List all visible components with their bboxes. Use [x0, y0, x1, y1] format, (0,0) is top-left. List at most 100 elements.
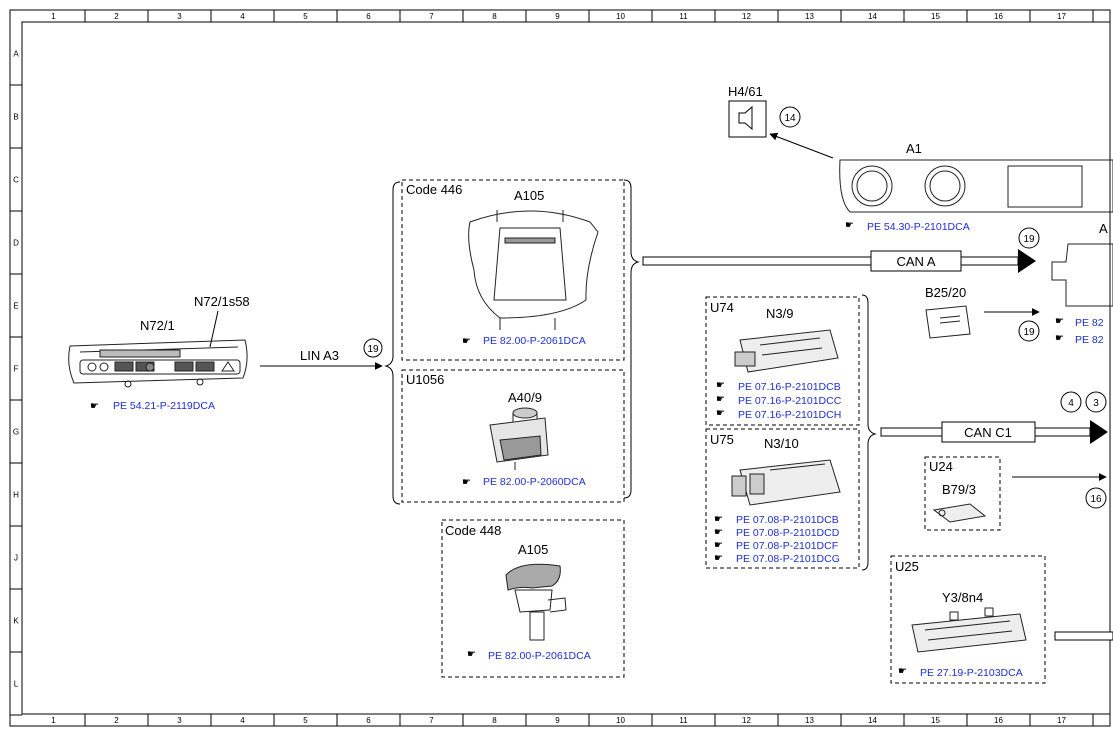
- partial-bus-bottom: [1054, 631, 1113, 641]
- a105-code446-box[interactable]: Code 446 A105 ☛ PE 82.00-P-2061DCA: [401, 179, 625, 361]
- y3-8n4-label: Y3/8n4: [942, 590, 983, 605]
- a40-9-box[interactable]: U1056 A40/9 ☛ PE 82.00-P-2060DCA: [401, 369, 625, 503]
- h4-61-label: H4/61: [728, 84, 763, 99]
- h4-61-component[interactable]: H4/61 14: [728, 84, 834, 159]
- grid-column-label-top: 10: [616, 12, 625, 21]
- grid-column-label-bottom: 2: [114, 716, 119, 725]
- grid-column-label-top: 14: [868, 12, 877, 21]
- a105-446-ref-link[interactable]: PE 82.00-P-2061DCA: [483, 335, 586, 347]
- a105-label: A105: [514, 188, 544, 203]
- instrument-cluster-illustration: [839, 159, 1113, 213]
- u75-label: U75: [710, 432, 734, 447]
- a105-code448-box[interactable]: Code 448 A105 ☛ PE 82.00-P-2061DCA: [441, 519, 625, 678]
- grid-column-label-bottom: 17: [1057, 716, 1066, 725]
- code-446-label: Code 446: [406, 182, 462, 197]
- sheet-frame: [9, 9, 1111, 727]
- grid-column-label-top: 4: [240, 12, 245, 21]
- a40-9-ref-link[interactable]: PE 82.00-P-2060DCA: [483, 476, 586, 488]
- b79-3-label: B79/3: [942, 482, 976, 497]
- grid-row-label: L: [14, 680, 19, 689]
- n3-9-ref-link-0[interactable]: PE 07.16-P-2101DCB: [738, 381, 841, 393]
- can-c1-label: CAN C1: [964, 425, 1012, 440]
- transmission-ecu-illustration: [731, 459, 841, 506]
- marker-19-b25: 19: [1023, 327, 1035, 338]
- ecu-group-brace: [861, 294, 877, 571]
- group-brace-left: [384, 181, 401, 505]
- right-partial-ref-0[interactable]: PE 82: [1075, 317, 1104, 329]
- n72-1-ref-link[interactable]: PE 54.21-P-2119DCA: [113, 400, 215, 412]
- n3-10-ref-link-2[interactable]: PE 07.08-P-2101DCF: [736, 540, 838, 552]
- grid-column-label-bottom: 11: [679, 716, 688, 725]
- grid-column-label-bottom: 6: [366, 716, 371, 725]
- pointing-hand-icon: ☛: [714, 527, 723, 538]
- grid-row-label: K: [13, 617, 19, 626]
- controller-illustration: [489, 407, 549, 470]
- pointing-hand-icon: ☛: [714, 540, 723, 551]
- grid-row-label: H: [13, 491, 19, 500]
- pointing-hand-icon: ☛: [1055, 333, 1064, 344]
- grid-column-label-top: 6: [366, 12, 371, 21]
- grid-column-label-bottom: 13: [805, 716, 814, 725]
- can-a-bus: CAN A 19: [642, 227, 1040, 273]
- n3-9-box[interactable]: U74 N3/9 ☛ PE 07.16-P-2101DCB ☛ PE 07.16…: [705, 296, 860, 426]
- grid-column-label-bottom: 14: [868, 716, 877, 725]
- group-brace-right: [623, 179, 640, 499]
- grid-row-label: J: [14, 554, 18, 563]
- n3-10-ref-link-0[interactable]: PE 07.08-P-2101DCB: [736, 514, 839, 526]
- grid-column-label-bottom: 8: [492, 716, 497, 725]
- pointing-hand-icon: ☛: [462, 477, 471, 488]
- grid-column-label-bottom: 12: [742, 716, 751, 725]
- partial-right-component[interactable]: A ☛ PE 82 ☛ PE 82: [1051, 221, 1113, 346]
- b79-3-box[interactable]: U24 B79/3 16: [924, 456, 1107, 531]
- n72-1-component[interactable]: N72/1 N72/1s58 ☛ PE 54.21-P-2119DCA: [68, 294, 250, 412]
- pointing-hand-icon: ☛: [467, 649, 476, 660]
- y3-8n4-box[interactable]: U25 Y3/8n4 ☛ PE 27.19-P-2103DCA: [890, 555, 1113, 684]
- grid-column-label-bottom: 3: [177, 716, 182, 725]
- pointing-hand-icon: ☛: [714, 553, 723, 564]
- grid-column-label-top: 2: [114, 12, 119, 21]
- y3-8n4-ref-link[interactable]: PE 27.19-P-2103DCA: [920, 667, 1023, 679]
- grid-row-label: F: [14, 365, 19, 374]
- right-partial-ref-1[interactable]: PE 82: [1075, 334, 1104, 346]
- n3-9-label: N3/9: [766, 306, 793, 321]
- grid-row-label: E: [13, 302, 18, 311]
- n72-1s58-label: N72/1s58: [194, 294, 250, 309]
- a1-label: A1: [906, 141, 922, 156]
- grid-column-label-bottom: 1: [51, 716, 56, 725]
- b25-20-label: B25/20: [925, 285, 966, 300]
- lin-a3-label: LIN A3: [300, 348, 339, 363]
- n3-9-ref-link-2[interactable]: PE 07.16-P-2101DCH: [738, 409, 841, 421]
- grid-column-label-bottom: 4: [240, 716, 245, 725]
- marker-19-lin: 19: [367, 344, 379, 355]
- a1-ref-link[interactable]: PE 54.30-P-2101DCA: [867, 221, 970, 233]
- pointing-hand-icon: ☛: [714, 514, 723, 525]
- pointing-hand-icon: ☛: [716, 394, 725, 405]
- n3-10-box[interactable]: U75 N3/10 ☛ PE 07.08-P-2101DCB ☛ PE 07.0…: [705, 428, 860, 569]
- n3-10-ref-link-3[interactable]: PE 07.08-P-2101DCG: [736, 553, 840, 565]
- marker-19-can-a: 19: [1023, 234, 1035, 245]
- a40-9-label: A40/9: [508, 390, 542, 405]
- grid-column-label-top: 13: [805, 12, 814, 21]
- b25-20-component[interactable]: B25/20 19: [925, 285, 1040, 342]
- grid-column-label-top: 11: [679, 12, 688, 21]
- grid-column-label-top: 3: [177, 12, 182, 21]
- grid-column-label-bottom: 9: [555, 716, 560, 725]
- grid-labels: 1122334455667788991010111112121313141415…: [13, 12, 1067, 725]
- right-partial-label: A: [1099, 221, 1108, 236]
- pointing-hand-icon: ☛: [898, 666, 907, 677]
- pointing-hand-icon: ☛: [716, 380, 725, 391]
- grid-row-label: C: [13, 176, 19, 185]
- engine-ecu-illustration: [734, 329, 839, 373]
- grid-row-label: D: [13, 239, 19, 248]
- grid-column-label-bottom: 10: [616, 716, 625, 725]
- a105-448-ref-link[interactable]: PE 82.00-P-2061DCA: [488, 650, 591, 662]
- can-c1-bus: 4 3 CAN C1: [880, 391, 1108, 444]
- marker-3: 3: [1093, 398, 1099, 409]
- valve-body-illustration: [911, 607, 1027, 653]
- a1-component[interactable]: A1 ☛ PE 54.30-P-2101DCA: [839, 141, 1113, 233]
- n3-10-ref-link-1[interactable]: PE 07.08-P-2101DCD: [736, 527, 840, 539]
- u24-label: U24: [929, 459, 953, 474]
- n3-9-ref-link-1[interactable]: PE 07.16-P-2101DCC: [738, 395, 842, 407]
- marker-4: 4: [1068, 398, 1074, 409]
- grid-column-label-top: 5: [303, 12, 308, 21]
